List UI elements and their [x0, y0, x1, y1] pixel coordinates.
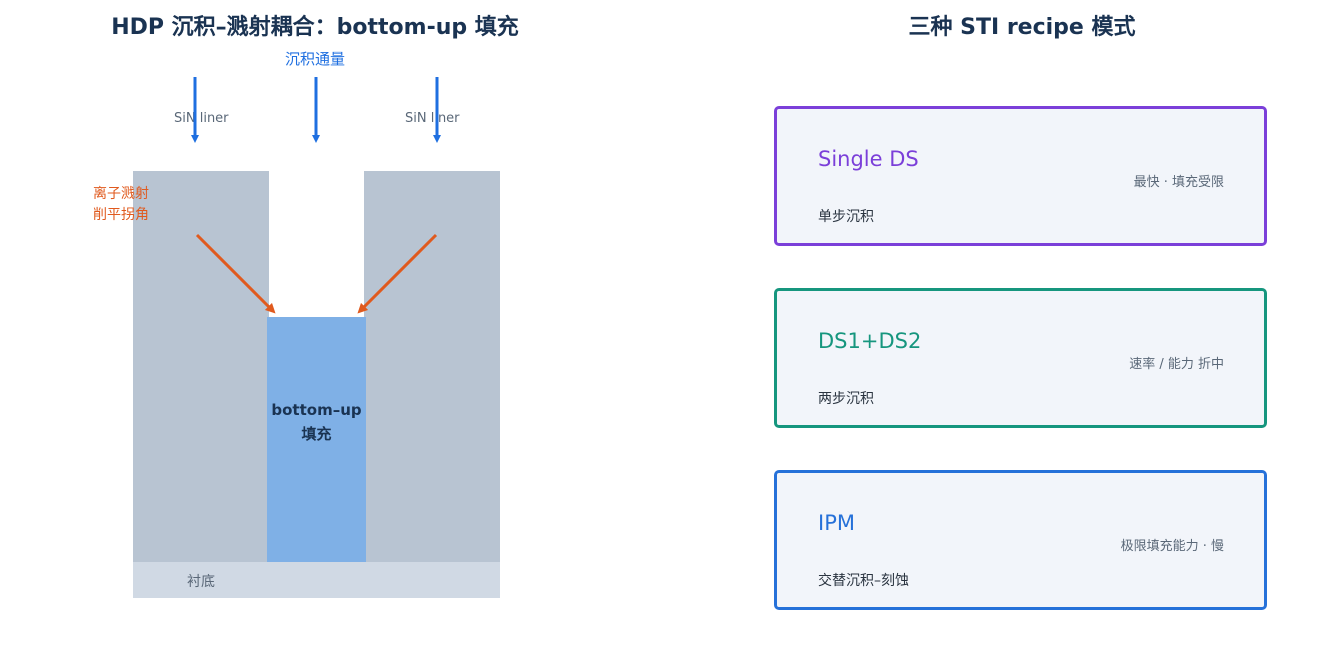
trench-wall-right: [364, 171, 500, 563]
ion-arrow-left: [195, 233, 276, 314]
ion-label-line1: 离子溅射: [93, 186, 149, 202]
recipe-name: Single DS: [818, 147, 919, 171]
bottom-up-fill: [267, 317, 366, 563]
recipe-note: 极限填充能力 · 慢: [1120, 539, 1224, 554]
fill-label: bottom–up 填充: [267, 398, 366, 446]
recipe-card-single-ds: Single DS 最快 · 填充受限 单步沉积: [774, 106, 1267, 246]
deposition-flux-label: 沉积通量: [285, 50, 346, 68]
recipe-name: DS1+DS2: [818, 329, 922, 353]
ion-label-line2: 削平拐角: [93, 207, 149, 223]
recipe-desc: 单步沉积: [818, 209, 874, 225]
recipe-desc: 交替沉积–刻蚀: [818, 573, 909, 589]
fill-label-line2: 填充: [301, 425, 332, 443]
substrate-label: 衬底: [187, 574, 215, 590]
recipe-note: 速率 / 能力 折中: [1129, 357, 1224, 372]
recipe-card-ipm: IPM 极限填充能力 · 慢 交替沉积–刻蚀: [774, 470, 1267, 610]
recipe-card-ds1-ds2: DS1+DS2 速率 / 能力 折中 两步沉积: [774, 288, 1267, 428]
substrate: [133, 562, 500, 598]
trench-wall-left: [133, 171, 269, 563]
right-panel-title: 三种 STI recipe 模式: [908, 15, 1136, 40]
ion-arrow-right: [357, 233, 438, 314]
liner-label-left: SiN liner: [174, 111, 229, 126]
recipe-desc: 两步沉积: [818, 391, 874, 407]
recipe-note: 最快 · 填充受限: [1133, 175, 1224, 190]
fill-label-line1: bottom–up: [271, 401, 362, 419]
liner-label-right: SiN liner: [405, 111, 460, 126]
left-panel-title: HDP 沉积–溅射耦合：bottom-up 填充: [111, 15, 519, 40]
recipe-name: IPM: [818, 511, 855, 535]
ion-sputter-label: 离子溅射 削平拐角: [93, 184, 149, 226]
